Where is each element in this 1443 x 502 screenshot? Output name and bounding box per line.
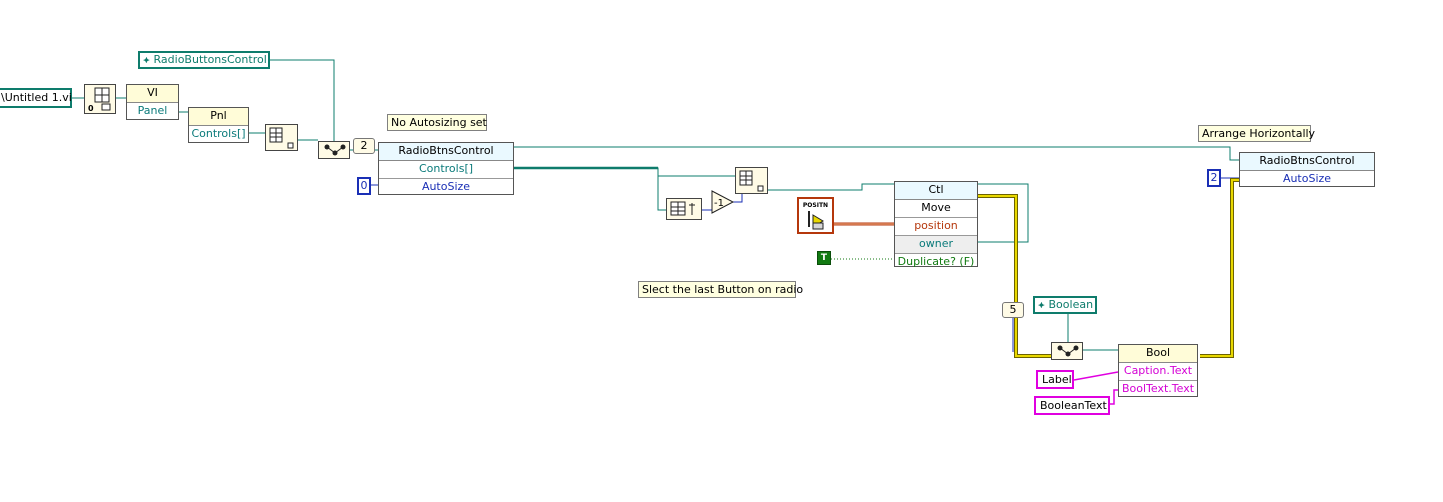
ctl-node-row-duplicate[interactable]: Duplicate? (F) [895, 254, 977, 271]
pnl-node-header: Pnl [189, 108, 248, 126]
index-array-function-2[interactable] [735, 167, 768, 194]
decrement-function[interactable]: -1 [711, 190, 735, 214]
label-string-value: Label [1042, 373, 1072, 386]
wire-radio1-to-radio2 [514, 146, 1240, 161]
true-constant[interactable]: T [817, 251, 831, 265]
wire-to-arraysize [657, 176, 668, 211]
ctl-node-row-owner-label: owner [919, 237, 953, 250]
booleantext-string-constant[interactable]: BooleanText [1034, 396, 1110, 415]
radio-node-2-title: RadioBtnsControl [1259, 154, 1355, 167]
radio-node-1-header: RadioBtnsControl [379, 143, 513, 161]
open-vi-reference-function[interactable]: 0 [84, 84, 116, 114]
true-constant-value: T [820, 253, 828, 263]
index-constant-2-value: 2 [360, 139, 368, 152]
radio-buttons-control-reference[interactable]: ⯌ RadioButtonsControl [138, 51, 270, 69]
bool-node-row-booltext[interactable]: BoolText.Text [1119, 381, 1197, 398]
wire-label-string [1073, 371, 1119, 381]
radio-node-2-row-autosize[interactable]: AutoSize [1240, 171, 1374, 188]
to-more-specific-class-function[interactable] [318, 141, 350, 159]
wire-booleantext-string [1110, 389, 1118, 405]
index-array-icon [269, 127, 294, 149]
count-constant-5-value: 5 [1009, 303, 1017, 316]
ctl-node-row-owner[interactable]: owner [895, 236, 977, 254]
radio-node-1-row-controls[interactable]: Controls[] [379, 161, 513, 179]
wire-ctl-to-owner [978, 183, 1029, 243]
boolean-control-reference[interactable]: ⯌ Boolean [1033, 296, 1097, 314]
vi-node-row-panel-label: Panel [137, 104, 168, 117]
radio-ref-icon: ⯌ [143, 56, 151, 66]
radio-node-1-row-autosize-label: AutoSize [421, 180, 471, 193]
label-no-autosizing: No Autosizing set [387, 114, 487, 131]
ctl-invoke-node[interactable]: Ctl Move position owner Duplicate? (F) [894, 181, 978, 268]
to-more-specific-class-function-2[interactable] [1051, 342, 1083, 360]
bool-node-row-caption[interactable]: Caption.Text [1119, 363, 1197, 381]
count-constant-5[interactable]: 5 [1002, 302, 1024, 318]
bool-node-row-booltext-label: BoolText.Text [1121, 382, 1195, 395]
vi-path-value: \Untitled 1.vi [1, 91, 72, 104]
radio-ref-label: RadioButtonsControl [153, 53, 267, 66]
boolean-ref-icon: ⯌ [1038, 301, 1046, 311]
ctl-node-header: Ctl [895, 182, 977, 200]
ctl-node-row-position[interactable]: position [895, 218, 977, 236]
svg-text:0: 0 [88, 104, 94, 113]
pnl-property-node[interactable]: Pnl Controls[] [188, 107, 249, 143]
radio-node-2-header: RadioBtnsControl [1240, 153, 1374, 171]
ctl-node-row-move[interactable]: Move [895, 200, 977, 218]
open-vi-ref-icon: 0 [88, 87, 111, 113]
position-icon [808, 211, 824, 230]
ctl-node-row-position-label: position [914, 219, 958, 232]
boolean-ref-label: Boolean [1048, 298, 1094, 311]
autosize-constant-2-value: 2 [1210, 171, 1218, 184]
wire-radioref [270, 59, 335, 142]
array-size-function[interactable] [666, 198, 702, 220]
to-more-specific-2-icon [1057, 345, 1079, 357]
bool-node-row-caption-label: Caption.Text [1123, 364, 1193, 377]
radio-property-node-2[interactable]: RadioBtnsControl AutoSize [1239, 152, 1375, 187]
index-constant-2[interactable]: 2 [353, 138, 375, 154]
radio-property-node-1[interactable]: RadioBtnsControl Controls[] AutoSize [378, 142, 514, 195]
vi-node-header: VI [127, 85, 178, 103]
to-more-specific-icon [324, 144, 346, 156]
autosize-constant-0[interactable]: 0 [357, 177, 371, 195]
radio-node-1-row-controls-label: Controls[] [418, 162, 474, 175]
pnl-node-row-controls[interactable]: Controls[] [189, 126, 248, 143]
label-select-last-button-text: Slect the last Button on radio [642, 283, 804, 296]
position-cluster-constant[interactable]: POSITN [797, 197, 834, 234]
vi-property-node[interactable]: VI Panel [126, 84, 179, 120]
radio-node-1-row-autosize[interactable]: AutoSize [379, 179, 513, 196]
bool-property-node[interactable]: Bool Caption.Text BoolText.Text [1118, 344, 1198, 397]
vi-node-row-panel[interactable]: Panel [127, 103, 178, 120]
booleantext-string-value: BooleanText [1040, 399, 1107, 412]
wire-index2-to-ctl [768, 183, 894, 191]
bool-node-header: Bool [1119, 345, 1197, 363]
label-string-constant[interactable]: Label [1036, 370, 1074, 389]
label-no-autosizing-text: No Autosizing set [391, 116, 487, 129]
label-arrange-horizontally: Arrange Horizontally [1198, 125, 1315, 142]
pnl-node-title: Pnl [210, 109, 227, 122]
array-size-icon [670, 201, 695, 216]
vi-path-control[interactable]: \Untitled 1.vi [0, 88, 72, 108]
radio-node-2-row-autosize-label: AutoSize [1282, 172, 1332, 185]
pnl-node-row-controls-label: Controls[] [191, 127, 246, 140]
radio-node-1-title: RadioBtnsControl [398, 144, 494, 157]
bool-node-title: Bool [1145, 346, 1171, 359]
autosize-constant-2[interactable]: 2 [1207, 169, 1221, 187]
ctl-node-row-move-label: Move [921, 201, 951, 214]
ctl-node-title: Ctl [928, 183, 944, 196]
index-array-function-1[interactable] [265, 124, 298, 151]
label-select-last-button: Slect the last Button on radio [638, 281, 803, 298]
label-arrange-horizontally-text: Arrange Horizontally [1202, 127, 1316, 140]
ctl-node-row-duplicate-label: Duplicate? (F) [897, 255, 975, 268]
wire-error-2 [1200, 178, 1240, 358]
autosize-constant-0-value: 0 [360, 179, 368, 192]
decrement-label: -1 [714, 198, 724, 209]
position-cluster-label: POSITN [802, 202, 829, 209]
vi-node-title: VI [147, 86, 158, 99]
index-array-2-icon [739, 170, 764, 192]
